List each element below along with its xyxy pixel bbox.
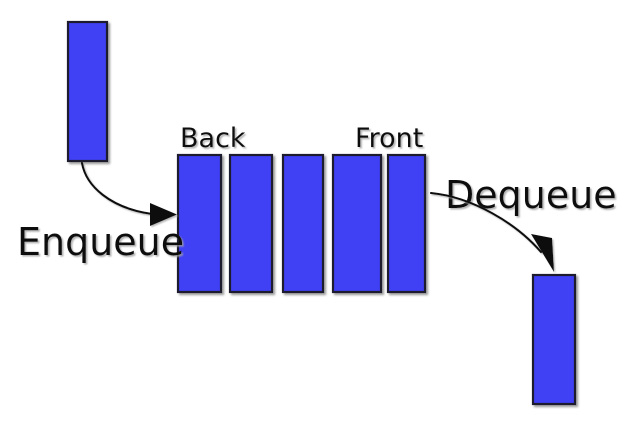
queue-item-2 [228, 153, 274, 294]
queue-item-1 [176, 153, 223, 294]
outgoing-item [531, 273, 577, 406]
enqueue-arrow-curve [80, 161, 154, 216]
enqueue-arrow-head [150, 203, 177, 226]
dequeue-label: Dequeue [445, 173, 617, 217]
front-label: Front [355, 123, 423, 154]
back-label: Back [180, 123, 246, 154]
queue-item-5 [386, 153, 427, 294]
dequeue-arrow-icon [429, 191, 554, 272]
dequeue-arrow-head [531, 234, 554, 272]
dequeue-arrow-curve [429, 191, 543, 254]
enqueue-arrow-icon [80, 161, 177, 226]
incoming-item [66, 20, 109, 163]
queue-body [176, 153, 427, 294]
queue-item-3 [281, 153, 325, 294]
enqueue-label: Enqueue [17, 220, 184, 264]
queue-item-4 [331, 153, 383, 294]
